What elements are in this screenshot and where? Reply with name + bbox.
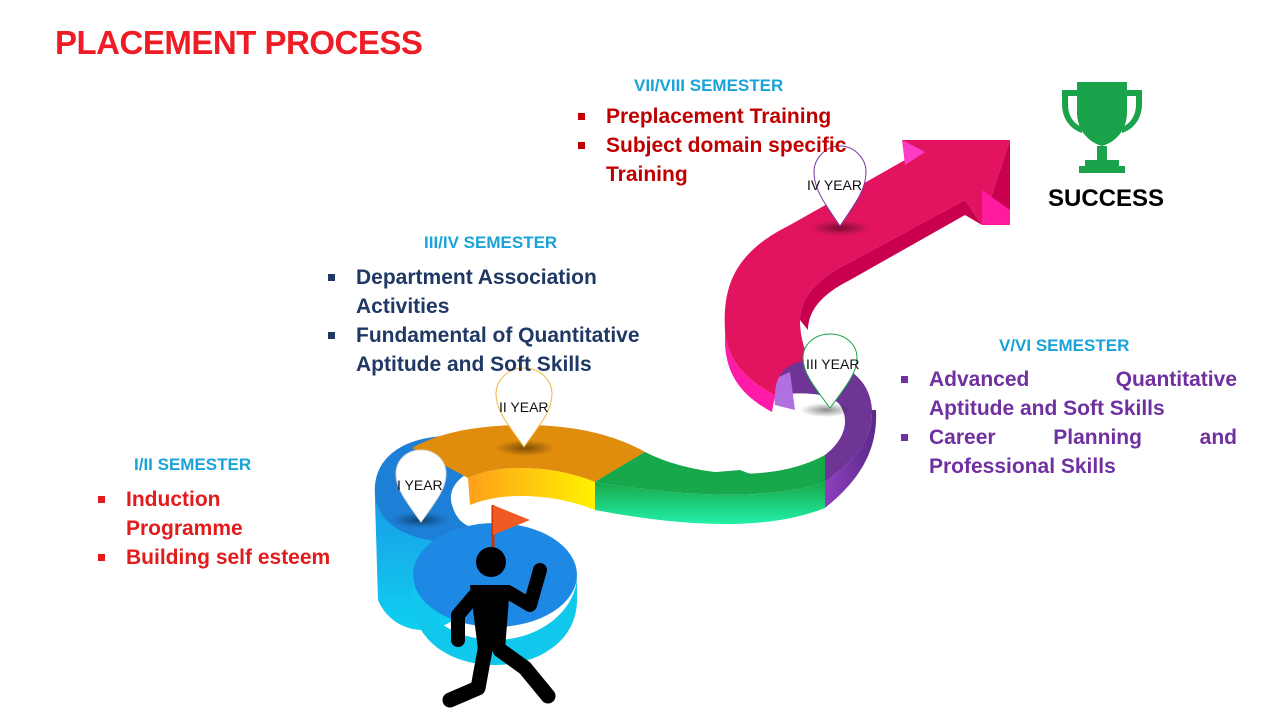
year-label-3: III YEAR [806, 356, 860, 372]
list-item: Department Association Activities [326, 263, 676, 321]
arrow-tail-side [982, 190, 1010, 225]
path-segment-magenta-edge [800, 140, 1010, 330]
pin-shadow [810, 220, 870, 236]
year-label-1: I YEAR [397, 477, 443, 493]
location-pin-icon [495, 367, 553, 448]
list-item: Subject domain specific Training [576, 131, 876, 189]
path-segment-purple-top [774, 358, 873, 482]
location-pin-icon [802, 333, 858, 409]
path-segment-purple-side [825, 410, 877, 508]
semester-heading-3: V/VI SEMESTER [999, 336, 1130, 355]
path-segment-orange-side [468, 468, 595, 510]
list-item: Building self esteem [96, 543, 346, 572]
bullet-icon [98, 554, 105, 561]
bullet-icon [578, 142, 585, 149]
path-segment-green-side [595, 482, 825, 524]
path-segment-magenta-top [724, 140, 1010, 395]
bullet-icon [328, 332, 335, 339]
year-label-4: IV YEAR [807, 177, 862, 193]
pin-shadow [800, 403, 852, 417]
list-item: Career Planning and Professional Skills [899, 423, 1237, 481]
path-segment-green-top2 [595, 452, 825, 495]
location-pin-icon [813, 145, 867, 227]
page-title: PLACEMENT PROCESS [55, 24, 423, 61]
stage-2-list: Department Association Activities Fundam… [326, 263, 676, 379]
success-label: SUCCESS [1048, 185, 1165, 212]
pin-shadow [495, 440, 555, 456]
semester-heading-4: VII/VIII SEMESTER [634, 76, 784, 95]
bullet-icon [98, 496, 105, 503]
path-segment-magenta-side [725, 330, 775, 412]
stage-4-list: Preplacement Training Subject domain spe… [576, 102, 876, 189]
bullet-icon [901, 376, 908, 383]
flag-icon [491, 505, 530, 548]
list-item: Fundamental of Quantitative Aptitude and… [326, 321, 676, 379]
path-segment-purple-inner [772, 372, 795, 410]
arrow-head-side [902, 140, 925, 165]
walking-person-icon [442, 547, 556, 708]
list-item: Induction Programme [96, 485, 346, 543]
list-item: Preplacement Training [576, 102, 876, 131]
location-pin-icon [395, 449, 447, 523]
semester-heading-2: III/IV SEMESTER [424, 233, 558, 252]
list-item: Advanced Quantitative Aptitude and Soft … [899, 365, 1237, 423]
bullet-icon [901, 434, 908, 441]
trophy-icon [1062, 82, 1142, 173]
stage-1-list: Induction Programme Building self esteem [96, 485, 346, 572]
bullet-icon [578, 113, 585, 120]
bullet-icon [328, 274, 335, 281]
year-label-2: II YEAR [499, 399, 549, 415]
semester-heading-1: I/II SEMESTER [134, 455, 252, 474]
stage-3-list: Advanced Quantitative Aptitude and Soft … [899, 365, 1237, 481]
